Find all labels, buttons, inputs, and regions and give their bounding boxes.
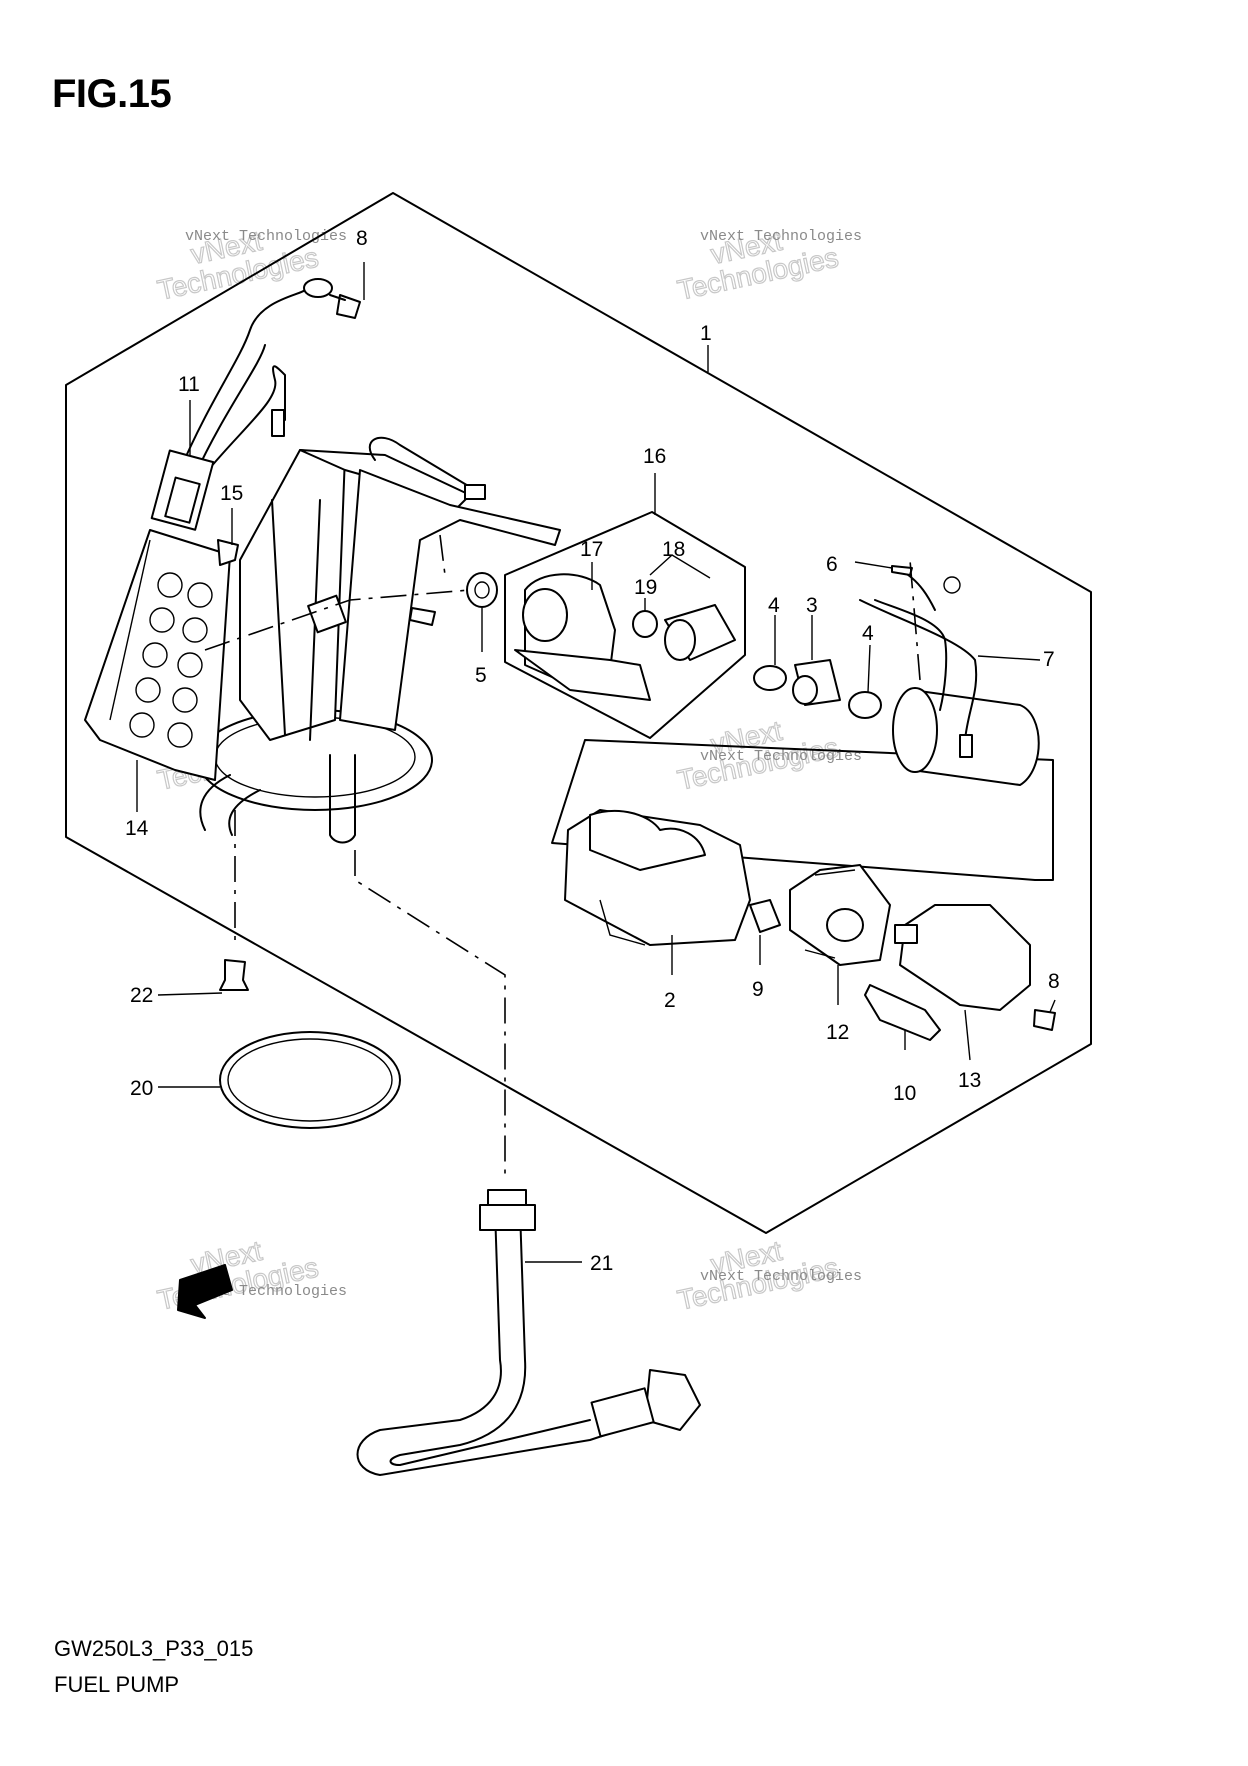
callout-19: 19 (634, 576, 657, 599)
callout-8-b: 8 (1048, 970, 1060, 993)
fuel-hose-21 (356, 1189, 701, 1476)
fuel-pump-7 (859, 569, 1040, 786)
screw-8-right (1033, 1009, 1056, 1031)
callout-3: 3 (806, 594, 818, 617)
washer-5 (466, 572, 498, 608)
drawing-name: FUEL PUMP (54, 1672, 180, 1697)
callout-12: 12 (826, 1021, 849, 1044)
callout-16: 16 (643, 445, 666, 468)
regulator-17 (514, 573, 651, 701)
callout-5: 5 (475, 664, 487, 687)
callout-4: 4 (768, 594, 780, 617)
callout-10: 10 (893, 1082, 916, 1105)
wire-harness-11 (150, 278, 333, 531)
callout-13: 13 (958, 1069, 981, 1092)
washer-4 (753, 665, 787, 691)
clip-15 (217, 539, 239, 566)
clip-9 (749, 899, 781, 933)
pump-case-2 (564, 809, 751, 946)
callout-22: 22 (130, 984, 153, 1007)
callout-6: 6 (826, 553, 838, 576)
callout-11: 11 (178, 373, 200, 396)
watermark-text: vNext Technologies (700, 228, 862, 245)
callout-15: 15 (220, 482, 243, 505)
callout-7: 7 (1043, 648, 1055, 671)
o-ring-19 (632, 610, 658, 638)
screw-bracket (409, 607, 436, 626)
watermark-text: vNext Technologies (700, 1268, 862, 1285)
gasket-20 (219, 1031, 401, 1129)
watermark-text: vNext Technologies (700, 748, 862, 765)
plate-12 (789, 864, 891, 966)
callout-17: 17 (580, 538, 603, 561)
fitting-18 (664, 604, 736, 661)
callout-20: 20 (130, 1077, 153, 1100)
bushing-3 (792, 659, 841, 706)
figure-title: FIG.15 (52, 72, 172, 116)
callout-2: 2 (664, 989, 676, 1012)
callout-8: 8 (356, 227, 368, 250)
callout-18: 18 (662, 538, 685, 561)
callout-1: 1 (700, 322, 712, 345)
cover-13 (894, 904, 1031, 1011)
bolt-22 (219, 959, 249, 991)
fuel-filter-14 (84, 529, 231, 781)
subassembly-16-boundary (504, 511, 746, 739)
washer-4-b (848, 691, 882, 719)
callout-leaders (136, 262, 1056, 1263)
screw-8-top (329, 294, 361, 319)
wire-6 (891, 565, 913, 576)
callout-21: 21 (590, 1252, 613, 1275)
callout-4-b: 4 (862, 622, 874, 645)
callout-9: 9 (752, 978, 764, 1001)
drawing-code: GW250L3_P33_015 (54, 1636, 254, 1661)
bracket-10 (864, 984, 941, 1041)
forward-arrow-icon (177, 1264, 233, 1319)
callout-labels: 1 2 3 4 4 5 6 7 8 8 9 10 11 12 13 14 15 … (125, 227, 1060, 1275)
assembly-boundary (65, 192, 1092, 1234)
callout-14: 14 (125, 817, 149, 840)
watermark-text: vNext Technologies (185, 228, 347, 245)
assembly-guides (204, 534, 921, 1180)
